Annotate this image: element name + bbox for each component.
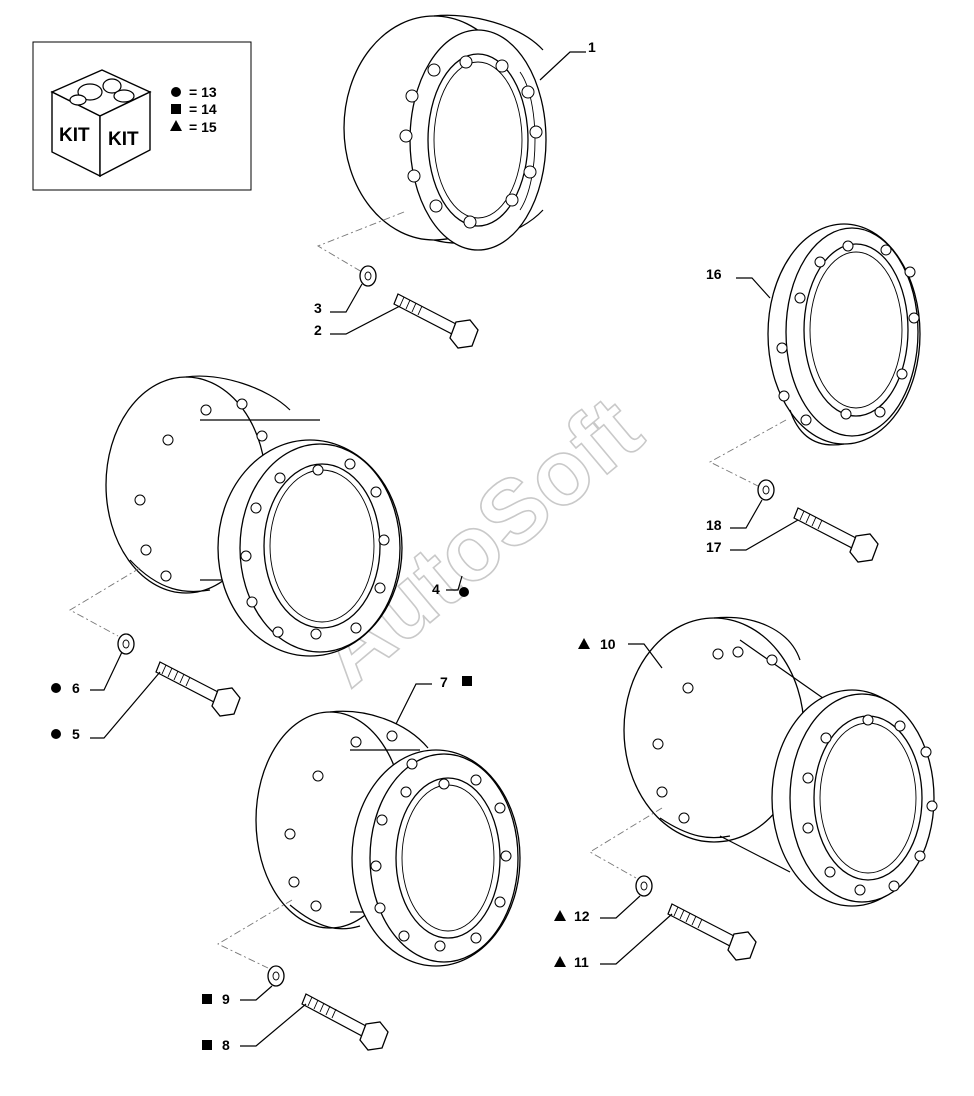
spacer-part-10 <box>623 616 938 907</box>
square-symbol-icon <box>171 104 181 114</box>
flange-plate-part-16 <box>767 223 921 446</box>
triangle-symbol-icon <box>554 956 566 967</box>
callout-10: 10 <box>600 636 616 652</box>
circle-symbol-icon <box>459 587 469 597</box>
triangle-symbol-icon <box>578 638 590 649</box>
triangle-symbol-icon <box>170 120 182 131</box>
callout-8: 8 <box>222 1037 230 1053</box>
callout-3: 3 <box>314 300 322 316</box>
circle-symbol-icon <box>51 683 61 693</box>
callout-17: 17 <box>706 539 722 555</box>
callout-16: 16 <box>706 266 722 282</box>
adapter-ring-part-1 <box>343 14 547 251</box>
bolt-part-2 <box>393 293 479 349</box>
square-symbol-icon <box>202 994 212 1004</box>
washer-part-12 <box>635 875 653 897</box>
square-symbol-icon <box>202 1040 212 1050</box>
legend-circle-text: = 13 <box>189 84 217 100</box>
callout-12: 12 <box>574 908 590 924</box>
callout-2: 2 <box>314 322 322 338</box>
bolt-part-11 <box>667 903 757 961</box>
callout-18: 18 <box>706 517 722 533</box>
kit-label-left: KIT <box>59 125 90 146</box>
washer-part-6 <box>117 633 135 655</box>
spacer-part-7 <box>255 710 521 967</box>
callout-11: 11 <box>574 954 589 970</box>
circle-symbol-icon <box>51 729 61 739</box>
square-symbol-icon <box>462 676 472 686</box>
triangle-symbol-icon <box>554 910 566 921</box>
kit-label-right: KIT <box>108 129 139 150</box>
callout-7: 7 <box>440 674 448 690</box>
washer-part-9 <box>267 965 285 987</box>
washer-part-3 <box>359 265 377 287</box>
spacer-part-4 <box>105 375 403 657</box>
callout-5: 5 <box>72 726 80 742</box>
bolt-part-5 <box>155 661 241 717</box>
bolt-part-17 <box>793 507 879 563</box>
legend-square-text: = 14 <box>189 101 217 117</box>
washer-part-18 <box>757 479 775 501</box>
kit-box-icon: KIT KIT <box>50 69 152 178</box>
callout-6: 6 <box>72 680 80 696</box>
legend-triangle-text: = 15 <box>189 119 217 135</box>
circle-symbol-icon <box>171 87 181 97</box>
bolt-part-8 <box>301 993 389 1051</box>
callout-1: 1 <box>588 39 596 55</box>
callout-9: 9 <box>222 991 230 1007</box>
callout-4: 4 <box>432 581 440 597</box>
kit-legend: KIT KIT = 13 = 14 = 15 <box>32 41 252 191</box>
leader-lines <box>90 51 799 1047</box>
